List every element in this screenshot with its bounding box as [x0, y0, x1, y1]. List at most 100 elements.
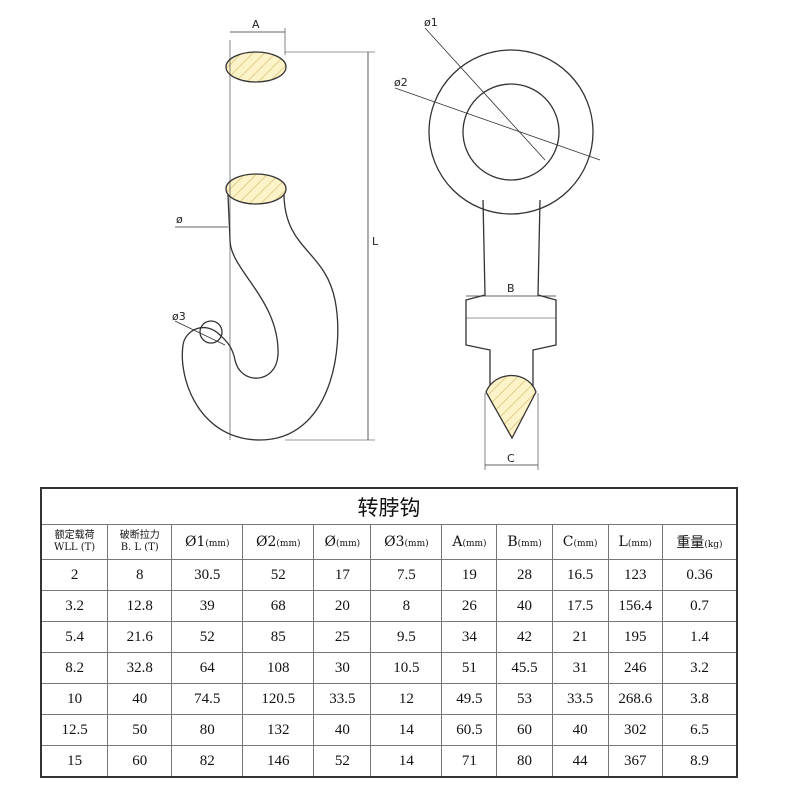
table-cell: 17.5 — [551, 590, 609, 622]
table-cell: 3.8 — [661, 683, 738, 715]
header-unit: (mm) — [573, 539, 598, 549]
table-cell: 64 — [171, 652, 244, 684]
header-symbol: Ø3 — [384, 534, 405, 550]
hook-side-view — [174, 28, 375, 441]
table-cell: 19 — [441, 559, 498, 591]
table-cell: 52 — [313, 745, 372, 778]
column-header: L(mm) — [607, 524, 663, 560]
table-cell: 53 — [496, 683, 553, 715]
table-cell: 33.5 — [313, 683, 372, 715]
table-cell: 40 — [107, 683, 173, 715]
header-line-1: 额定载荷 — [54, 530, 95, 541]
table-cell: 33.5 — [551, 683, 609, 715]
table-cell: 8 — [107, 559, 173, 591]
table-cell: 51 — [441, 652, 498, 684]
hook-shank-section — [225, 173, 287, 205]
header-symbol: B — [507, 534, 518, 550]
header-symbol: 重量 — [676, 535, 705, 551]
table-cell: 17 — [313, 559, 372, 591]
label-c: C — [507, 452, 515, 465]
table-cell: 60.5 — [441, 714, 498, 746]
table-cell: 10 — [40, 683, 109, 715]
column-header: A(mm) — [441, 524, 498, 560]
table-cell: 246 — [607, 652, 663, 684]
table-cell: 132 — [242, 714, 315, 746]
table-cell: 0.36 — [661, 559, 738, 591]
label-l: L — [372, 235, 379, 248]
table-cell: 30 — [313, 652, 372, 684]
technical-drawing: A ø ø3 L ø1 ø2 B C — [172, 16, 601, 470]
table-cell: 1.4 — [661, 621, 738, 653]
header-unit: (mm) — [462, 539, 487, 549]
table-cell: 156.4 — [607, 590, 663, 622]
label-b: B — [507, 282, 515, 295]
table-cell: 2 — [40, 559, 109, 591]
table-cell: 40 — [496, 590, 553, 622]
table-cell: 0.7 — [661, 590, 738, 622]
table-cell: 123 — [607, 559, 663, 591]
table-cell: 39 — [171, 590, 244, 622]
table-cell: 14 — [370, 714, 443, 746]
label-a: A — [252, 18, 260, 31]
table-cell: 32.8 — [107, 652, 173, 684]
table-cell: 6.5 — [661, 714, 738, 746]
eye-bolt-front-view — [394, 27, 601, 470]
table-cell: 44 — [551, 745, 609, 778]
table-cell: 302 — [607, 714, 663, 746]
table-cell: 50 — [107, 714, 173, 746]
table-cell: 52 — [171, 621, 244, 653]
table-cell: 42 — [496, 621, 553, 653]
label-phi1: ø1 — [424, 16, 438, 29]
table-cell: 21 — [551, 621, 609, 653]
table-cell: 52 — [242, 559, 315, 591]
table-cell: 71 — [441, 745, 498, 778]
table-cell: 367 — [607, 745, 663, 778]
table-title: 转脖钩 — [40, 487, 738, 525]
table-cell: 85 — [242, 621, 315, 653]
label-phi: ø — [176, 213, 183, 226]
header-unit: (mm) — [205, 539, 230, 549]
header-line-2: B. L (T) — [120, 542, 159, 553]
eye-bolt-tip-section — [485, 375, 537, 440]
table-cell: 30.5 — [171, 559, 244, 591]
table-cell: 120.5 — [242, 683, 315, 715]
table-cell: 268.6 — [607, 683, 663, 715]
column-header: Ø(mm) — [313, 524, 372, 560]
table-cell: 45.5 — [496, 652, 553, 684]
table-cell: 60 — [107, 745, 173, 778]
header-symbol: C — [562, 534, 574, 550]
table-cell: 31 — [551, 652, 609, 684]
table-cell: 146 — [242, 745, 315, 778]
table-cell: 5.4 — [40, 621, 109, 653]
table-cell: 12.8 — [107, 590, 173, 622]
table-cell: 7.5 — [370, 559, 443, 591]
table-cell: 40 — [551, 714, 609, 746]
table-cell: 80 — [171, 714, 244, 746]
table-cell: 195 — [607, 621, 663, 653]
table-cell: 8 — [370, 590, 443, 622]
column-header: Ø1(mm) — [171, 524, 244, 560]
column-header: Ø3(mm) — [370, 524, 443, 560]
header-unit: (kg) — [704, 540, 723, 550]
table-cell: 10.5 — [370, 652, 443, 684]
table-cell: 16.5 — [551, 559, 609, 591]
column-header: C(mm) — [551, 524, 609, 560]
hook-pin-hole — [199, 320, 223, 344]
header-symbol: Ø1 — [184, 534, 206, 550]
table-cell: 74.5 — [171, 683, 244, 715]
table-cell: 25 — [313, 621, 372, 653]
table-cell: 26 — [441, 590, 498, 622]
header-symbol: Ø — [324, 534, 337, 550]
hook-top-section — [225, 51, 287, 83]
column-header: B(mm) — [496, 524, 553, 560]
header-unit: (mm) — [336, 539, 361, 549]
